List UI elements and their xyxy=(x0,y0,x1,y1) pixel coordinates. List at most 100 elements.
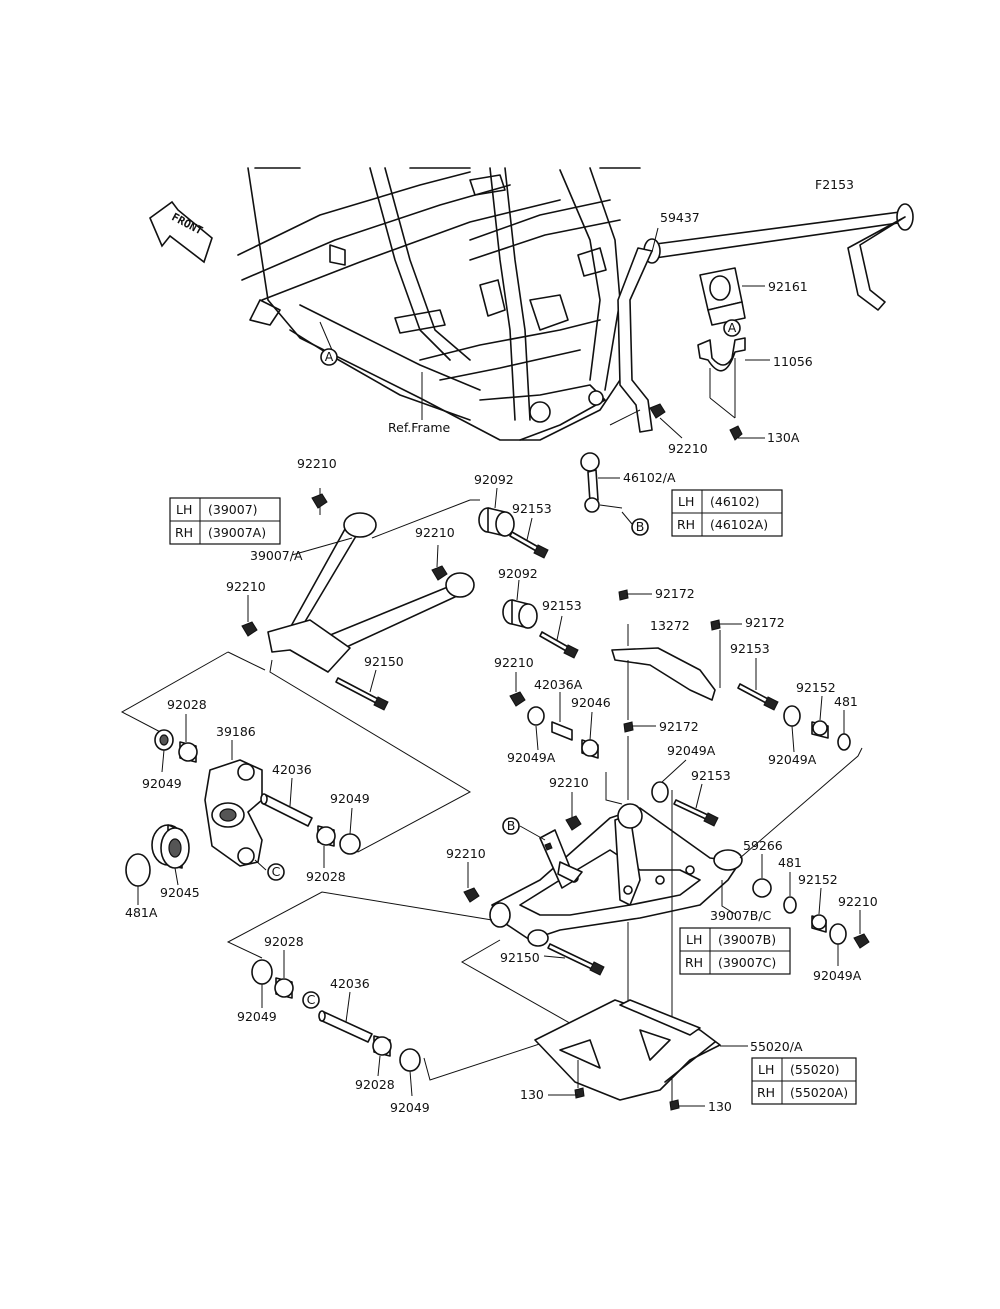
circlip-481a xyxy=(125,853,151,887)
part-label: 481 xyxy=(778,855,802,870)
part-label: 11056 xyxy=(773,354,813,369)
leader-line xyxy=(369,669,377,693)
nut-92210 xyxy=(431,565,448,581)
part-label: 39007B/C xyxy=(710,908,772,923)
washer-92049a xyxy=(829,923,847,945)
leader-line xyxy=(535,725,539,751)
part-label: 92049A xyxy=(813,968,862,983)
part-label: 92152 xyxy=(798,872,838,887)
clamp-11056 xyxy=(697,337,746,372)
bolt-92153 xyxy=(737,683,779,711)
leader-line xyxy=(651,227,659,253)
leader-line xyxy=(269,659,472,853)
part-label: 92153 xyxy=(512,501,552,516)
part-label: 92153 xyxy=(691,768,731,783)
part-label: 92028 xyxy=(306,869,346,884)
leader-line xyxy=(377,1055,381,1077)
side-table-39007b: LH (39007B) RH (39007C) xyxy=(679,927,791,975)
sleeve-42036 xyxy=(260,793,313,827)
leader-line xyxy=(695,783,703,809)
leader-line xyxy=(436,544,439,568)
part-label: 92172 xyxy=(659,719,699,734)
part-label: 39007/A xyxy=(250,548,303,563)
part-label: 481 xyxy=(834,694,858,709)
leader-line xyxy=(526,517,533,541)
part-label: 92161 xyxy=(768,279,808,294)
part-label: 130A xyxy=(767,430,800,445)
part-label: 42036A xyxy=(534,677,583,692)
svg-text:RH: RH xyxy=(677,517,695,532)
bushing-92092 xyxy=(502,599,538,629)
part-label: 92028 xyxy=(167,697,207,712)
part-label: 92150 xyxy=(500,950,540,965)
washer-92049 xyxy=(399,1048,421,1072)
svg-text:RH: RH xyxy=(757,1085,775,1100)
callout-b: B xyxy=(502,817,520,835)
bolt-92153 xyxy=(509,531,549,559)
part-label: 92046 xyxy=(571,695,611,710)
part-label: 130 xyxy=(520,1087,544,1102)
bearing-92045 xyxy=(151,824,190,869)
ref-frame-label: Ref.Frame xyxy=(388,420,451,435)
screw-92172 xyxy=(623,721,634,733)
part-label: 92049 xyxy=(142,776,182,791)
leader-line xyxy=(319,321,333,351)
svg-text:LH: LH xyxy=(686,932,702,947)
side-table-39007: LH (39007) RH (39007A) xyxy=(169,497,281,545)
part-label: 92049A xyxy=(768,752,817,767)
leader-line xyxy=(120,651,229,737)
knuckle-39186 xyxy=(204,759,263,867)
nut-92210 xyxy=(565,815,582,831)
part-label: 13272 xyxy=(650,618,690,633)
leader-line xyxy=(494,487,498,509)
part-label: 92028 xyxy=(355,1077,395,1092)
stabilizer-bar xyxy=(617,203,914,433)
part-label: 92210 xyxy=(226,579,266,594)
leader-line xyxy=(818,887,822,915)
svg-text:RH: RH xyxy=(175,525,193,540)
collar-92152 xyxy=(811,720,829,739)
part-label: 92153 xyxy=(542,598,582,613)
bolt-130 xyxy=(669,1099,680,1111)
collar-92028 xyxy=(372,1035,392,1057)
part-label: 42036 xyxy=(272,762,312,777)
part-label: 92049 xyxy=(237,1009,277,1024)
leader-line xyxy=(174,867,179,886)
svg-text:A: A xyxy=(325,349,334,364)
svg-text:C: C xyxy=(307,992,316,1007)
part-label: 92049A xyxy=(667,743,716,758)
leader-line xyxy=(721,880,736,915)
bolt-92153 xyxy=(673,799,719,827)
part-label: 92092 xyxy=(498,566,538,581)
sleeve-42036 xyxy=(318,1010,373,1043)
part-label: 92210 xyxy=(838,894,878,909)
svg-text:LH: LH xyxy=(176,502,192,517)
link-46102 xyxy=(580,409,641,513)
leader-line xyxy=(226,891,493,959)
bolt-92150 xyxy=(547,943,605,976)
nut-92210 xyxy=(311,493,328,509)
part-label: 92210 xyxy=(297,456,337,471)
leader-line xyxy=(345,991,351,1023)
part-label: 92049 xyxy=(390,1100,430,1115)
leader-line xyxy=(519,825,546,841)
figure-code: F2153 xyxy=(815,177,854,192)
leader-line xyxy=(516,579,520,601)
collar-92028 xyxy=(316,825,336,847)
callout-c: C xyxy=(267,863,285,881)
bushing-92161 xyxy=(699,267,746,326)
skid-plate-55020 xyxy=(534,999,721,1101)
washer-92049a xyxy=(527,706,545,726)
leader-line xyxy=(161,749,165,773)
sleeve-42036a xyxy=(551,721,573,741)
washer-92049 xyxy=(339,833,361,855)
leader-line xyxy=(659,417,683,439)
bolt-92150 xyxy=(335,677,389,711)
frame-drawing xyxy=(237,167,641,441)
upper-a-arm xyxy=(267,512,475,673)
leader-line xyxy=(661,759,687,783)
part-label: 55020/A xyxy=(750,1039,803,1054)
leader-line xyxy=(621,511,633,525)
svg-text:(39007B): (39007B) xyxy=(718,932,776,947)
